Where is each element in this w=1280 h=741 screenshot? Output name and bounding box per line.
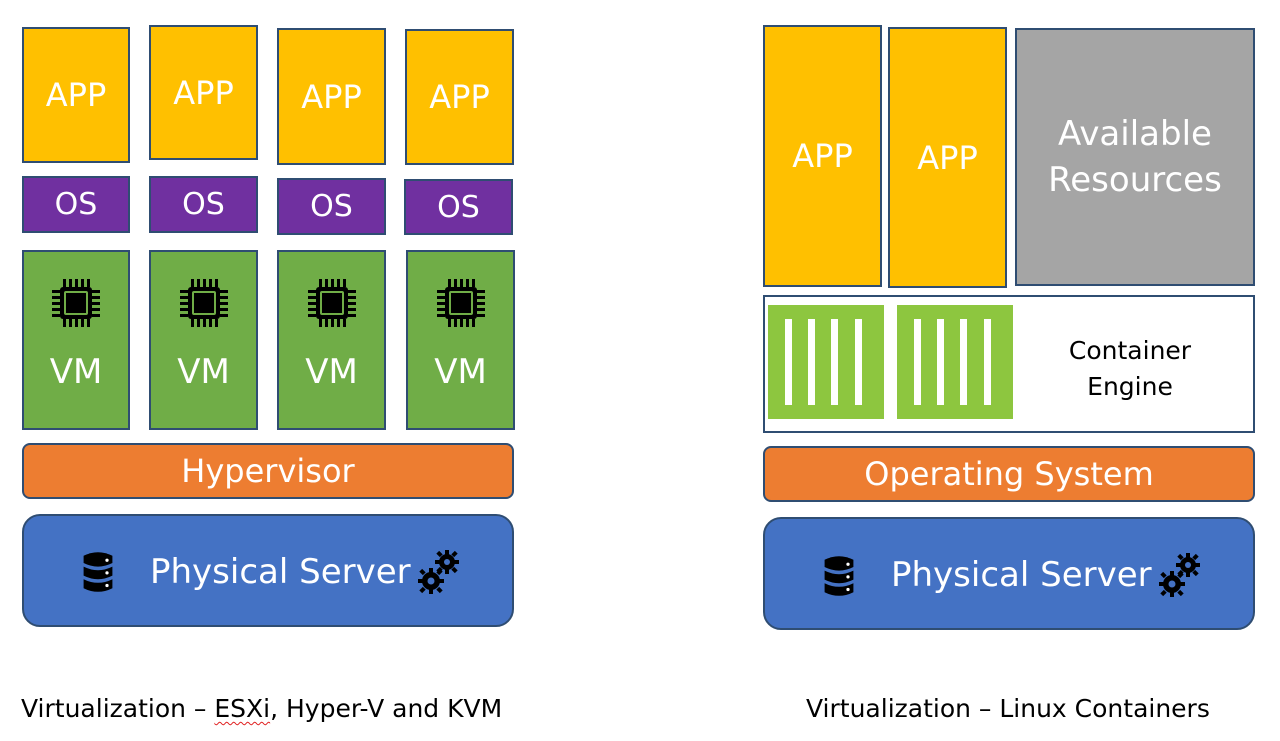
database-icon [824, 556, 854, 596]
vm-os-block-3: OS [277, 178, 386, 235]
vm-block-4: VM [406, 250, 515, 430]
vm-label: VM [177, 352, 230, 392]
physical-server-layer-right: Physical Server [763, 517, 1255, 630]
vm-block-1: VM [22, 250, 130, 430]
os-label: OS [54, 187, 98, 222]
caption-esxi: ESXi [214, 694, 271, 723]
caption-prefix: Virtualization – [21, 694, 215, 723]
vm-os-block-1: OS [22, 176, 130, 233]
physical-server-layer-left: Physical Server [22, 514, 514, 627]
container-engine-layer: Container Engine [763, 295, 1255, 433]
cpu-chip-icon [179, 279, 228, 327]
available-resources-block: Available Resources [1015, 28, 1255, 286]
vm-os-block-2: OS [149, 176, 258, 233]
app-label: APP [301, 77, 362, 116]
database-icon [83, 552, 113, 592]
physical-server-label: Physical Server [891, 555, 1152, 595]
engine-label-line2: Engine [1087, 372, 1173, 401]
os-label: OS [310, 189, 353, 224]
os-label: OS [182, 187, 225, 222]
available-label-line2: Resources [1048, 160, 1222, 200]
operating-system-layer: Operating System [763, 446, 1255, 502]
vm-label: VM [49, 352, 103, 392]
vm-app-block-3: APP [277, 28, 386, 165]
app-label: APP [429, 78, 490, 116]
gears-icon [418, 550, 459, 594]
app-label: APP [45, 76, 107, 114]
vm-label: VM [305, 352, 358, 392]
vm-block-3: VM [277, 250, 386, 430]
vm-block-2: VM [149, 250, 258, 430]
caption-vm-virtualization: Virtualization – ESXi, Hyper-V and KVM [21, 694, 502, 723]
vm-app-block-4: APP [405, 29, 514, 165]
cpu-chip-icon [436, 279, 485, 327]
caption-container-virtualization: Virtualization – Linux Containers [806, 694, 1210, 723]
app-label: APP [173, 73, 234, 112]
container-icon [768, 305, 884, 419]
vm-app-block-1: APP [22, 27, 130, 163]
operating-system-label: Operating System [864, 455, 1154, 493]
engine-label-line1: Container [1068, 336, 1192, 365]
vm-label: VM [434, 352, 487, 392]
container-app-block-1: APP [763, 25, 882, 287]
container-app-block-2: APP [888, 27, 1007, 288]
hypervisor-layer: Hypervisor [22, 443, 514, 499]
os-label: OS [437, 189, 480, 225]
container-engine-label: Container Engine [1055, 333, 1205, 405]
caption-suffix: , Hyper-V and KVM [270, 694, 503, 723]
app-label: APP [792, 137, 853, 175]
physical-server-label: Physical Server [150, 552, 411, 592]
vm-app-block-2: APP [149, 25, 258, 160]
cpu-chip-icon [307, 279, 356, 327]
cpu-chip-icon [52, 279, 100, 327]
vm-os-block-4: OS [404, 179, 513, 235]
hypervisor-label: Hypervisor [181, 452, 355, 490]
available-label-line1: Available [1058, 114, 1212, 154]
container-icon [897, 305, 1013, 419]
gears-icon [1159, 553, 1200, 597]
app-label: APP [917, 138, 978, 177]
